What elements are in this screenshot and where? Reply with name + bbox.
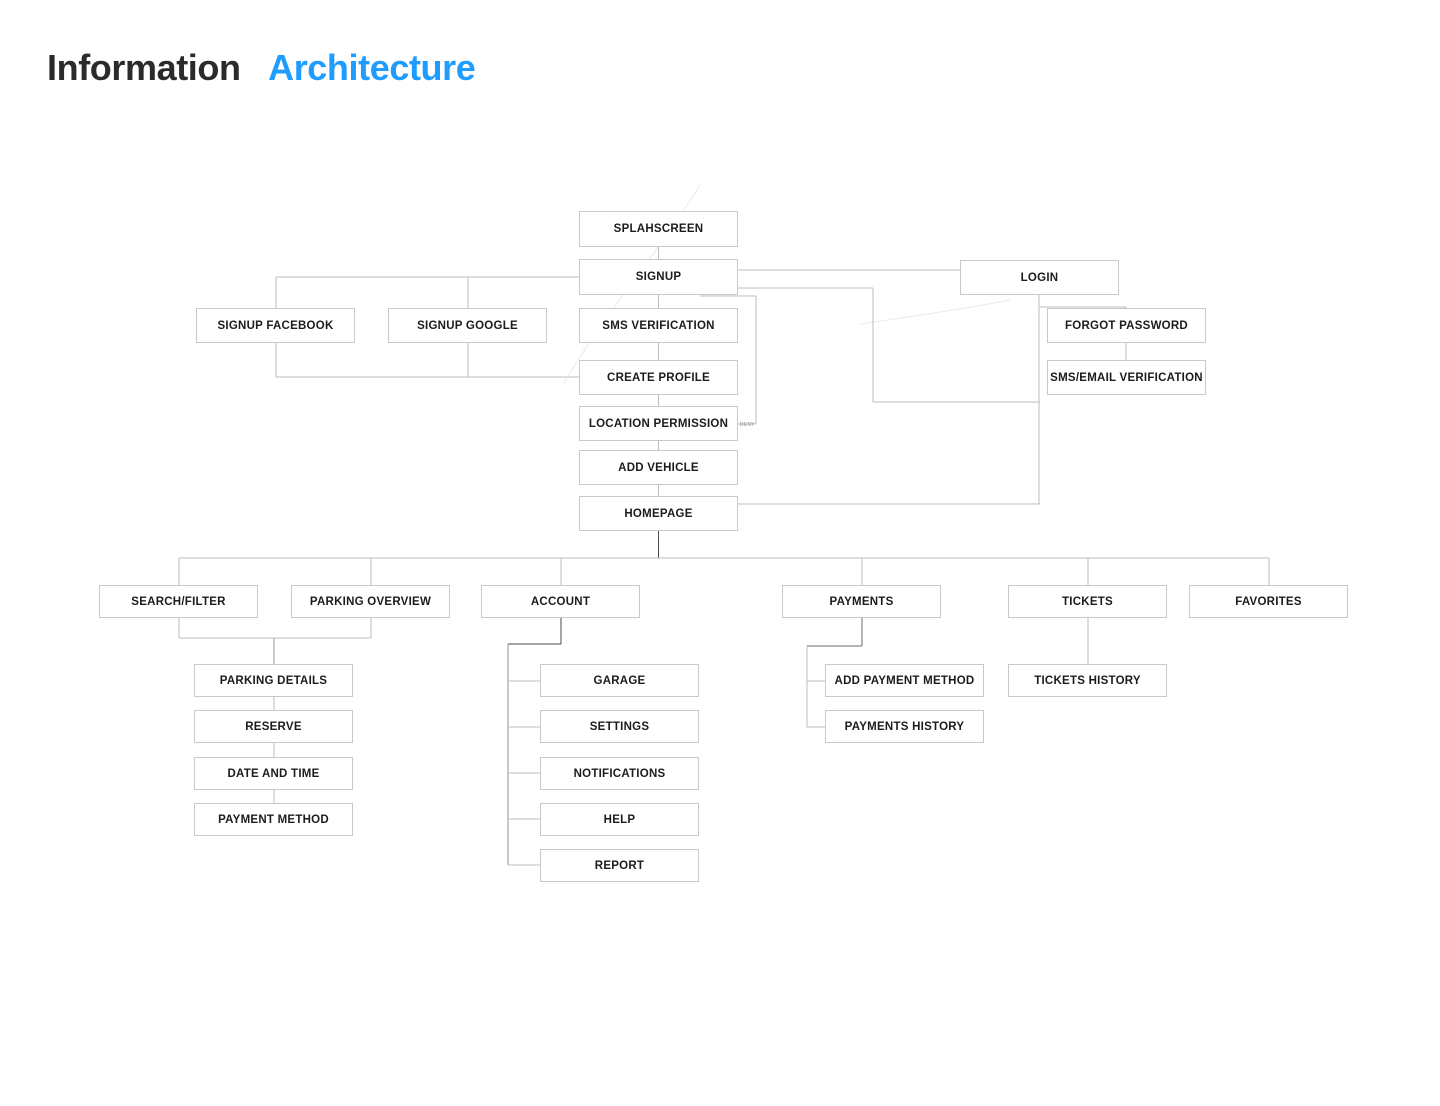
node-signup-google[interactable]: SIGNUP GOOGLE: [388, 308, 547, 343]
node-signup-facebook[interactable]: SIGNUP FACEBOOK: [196, 308, 355, 343]
node-notifications[interactable]: NOTIFICATIONS: [540, 757, 699, 790]
node-report[interactable]: REPORT: [540, 849, 699, 882]
node-splashscreen[interactable]: SPLAHSCREEN: [579, 211, 738, 247]
node-tickets[interactable]: TICKETS: [1008, 585, 1167, 618]
node-favorites[interactable]: FAVORITES: [1189, 585, 1348, 618]
node-search-filter[interactable]: SEARCH/FILTER: [99, 585, 258, 618]
node-settings[interactable]: SETTINGS: [540, 710, 699, 743]
node-add-vehicle[interactable]: ADD VEHICLE: [579, 450, 738, 485]
page-title-accent: Architecture: [268, 47, 476, 88]
node-payments-history[interactable]: PAYMENTS HISTORY: [825, 710, 984, 743]
page-title-primary: Information: [47, 47, 241, 88]
node-account[interactable]: ACCOUNT: [481, 585, 640, 618]
node-help[interactable]: HELP: [540, 803, 699, 836]
node-sms-email-verification[interactable]: SMS/EMAIL VERIFICATION: [1047, 360, 1206, 395]
node-tickets-history[interactable]: TICKETS HISTORY: [1008, 664, 1167, 697]
node-forgot-password[interactable]: FORGOT PASSWORD: [1047, 308, 1206, 343]
node-homepage[interactable]: HOMEPAGE: [579, 496, 738, 531]
node-location-permission[interactable]: LOCATION PERMISSION: [579, 406, 738, 441]
edge-label-deny: DENY: [740, 422, 755, 428]
node-garage[interactable]: GARAGE: [540, 664, 699, 697]
node-login[interactable]: LOGIN: [960, 260, 1119, 295]
page-title: Information Architecture: [47, 47, 476, 88]
node-reserve[interactable]: RESERVE: [194, 710, 353, 743]
node-parking-overview[interactable]: PARKING OVERVIEW: [291, 585, 450, 618]
node-signup[interactable]: SIGNUP: [579, 259, 738, 295]
node-sms-verification[interactable]: SMS VERIFICATION: [579, 308, 738, 343]
node-payments[interactable]: PAYMENTS: [782, 585, 941, 618]
node-create-profile[interactable]: CREATE PROFILE: [579, 360, 738, 395]
node-parking-details[interactable]: PARKING DETAILS: [194, 664, 353, 697]
node-add-payment-method[interactable]: ADD PAYMENT METHOD: [825, 664, 984, 697]
node-date-and-time[interactable]: DATE AND TIME: [194, 757, 353, 790]
node-payment-method[interactable]: PAYMENT METHOD: [194, 803, 353, 836]
